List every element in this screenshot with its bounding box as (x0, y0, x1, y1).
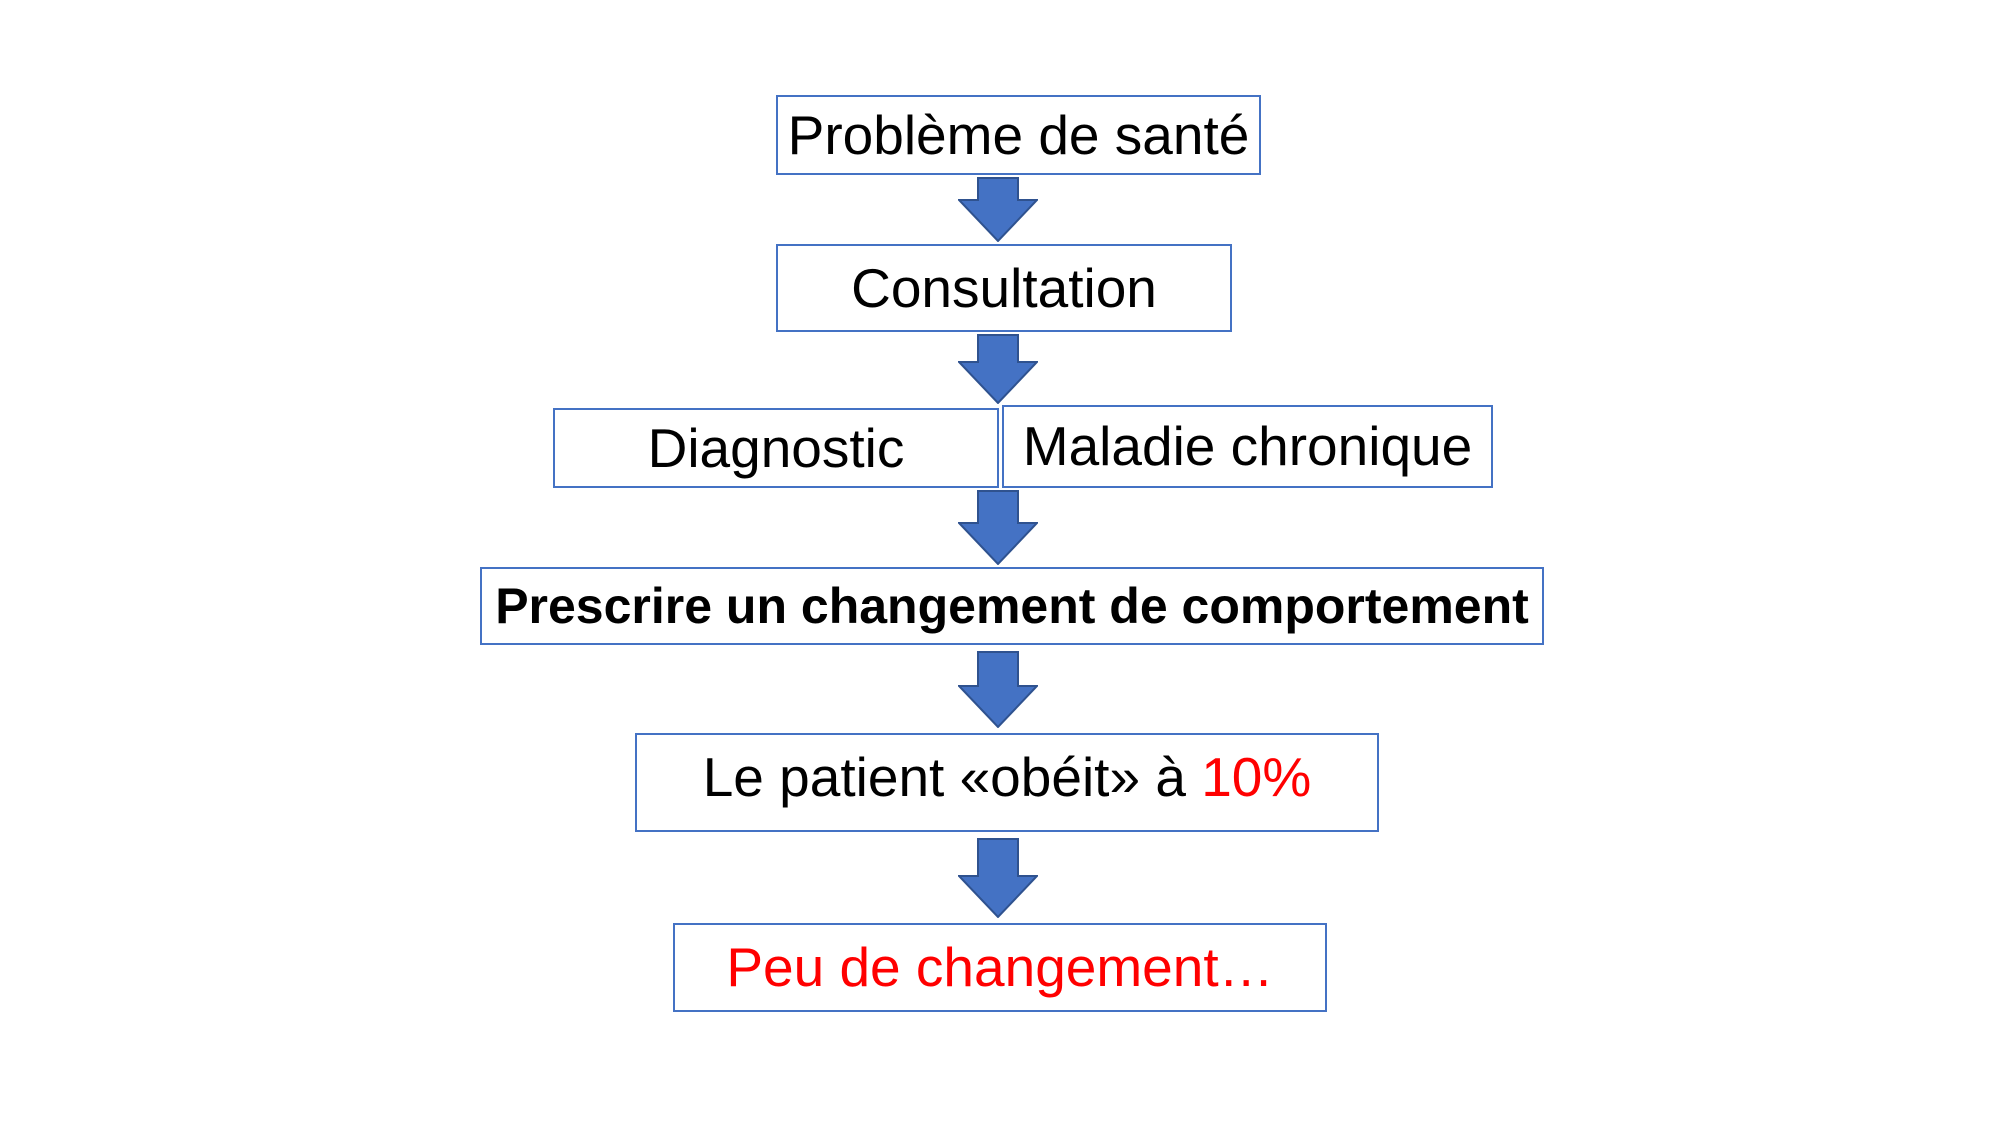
flow-node-prescrire-changement: Prescrire un changement de comportement (480, 567, 1544, 645)
flow-node-label: Diagnostic (647, 416, 905, 479)
flow-node-label: Problème de santé (787, 103, 1250, 166)
flow-node-patient-obeit: Le patient «obéit» à 10% (635, 733, 1379, 832)
flow-node-maladie-chronique: Maladie chronique (1002, 405, 1493, 488)
flow-node-diagnostic: Diagnostic (553, 408, 999, 488)
flow-node-label-black: Le patient «obéit» à (702, 746, 1202, 808)
down-arrow-1 (958, 177, 1038, 242)
flow-node-probleme-de-sante: Problème de santé (776, 95, 1261, 175)
down-arrow-2 (958, 334, 1038, 404)
flow-node-label: Peu de changement… (726, 936, 1274, 999)
flow-node-label: Maladie chronique (1022, 415, 1473, 478)
flow-node-label: Le patient «obéit» à 10% (703, 747, 1312, 808)
flow-node-label: Consultation (851, 256, 1157, 319)
flow-node-label: Prescrire un changement de comportement (495, 577, 1529, 634)
flow-node-peu-de-changement: Peu de changement… (673, 923, 1327, 1012)
down-arrow-5 (958, 838, 1038, 918)
down-arrow-3 (958, 490, 1038, 565)
down-arrow-4 (958, 651, 1038, 728)
flow-node-label-red-percentage: 10% (1201, 746, 1312, 808)
flow-node-consultation: Consultation (776, 244, 1232, 332)
